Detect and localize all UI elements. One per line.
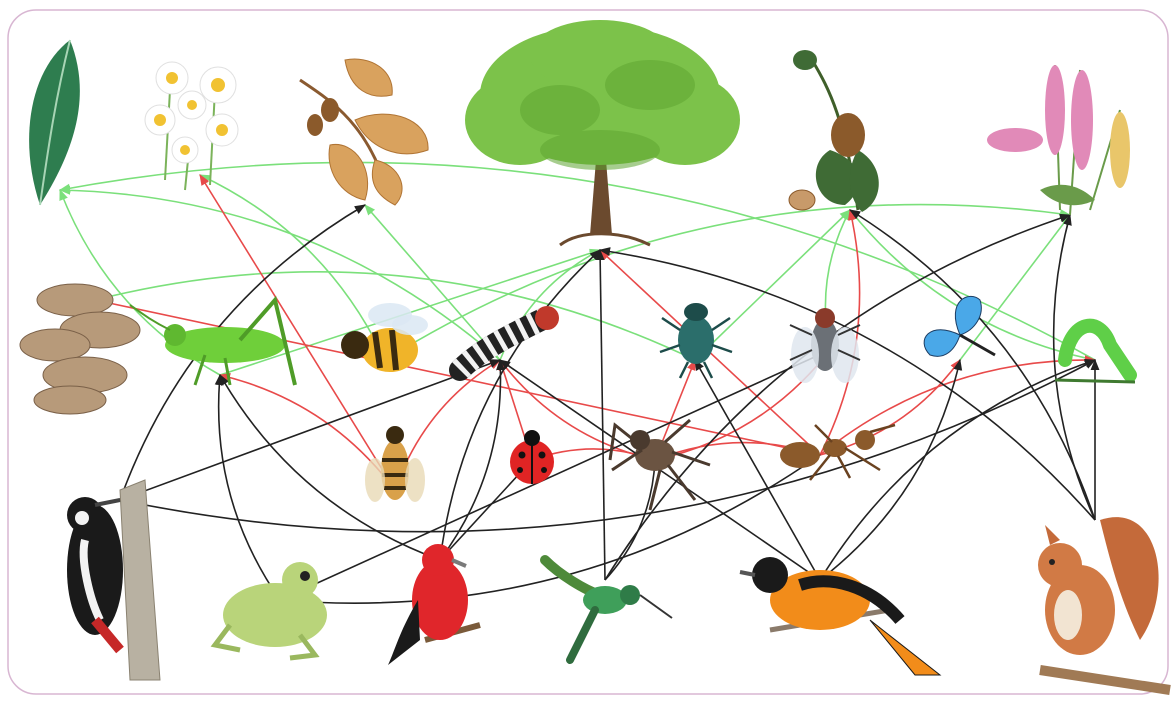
food-web-diagram [0, 0, 1175, 701]
